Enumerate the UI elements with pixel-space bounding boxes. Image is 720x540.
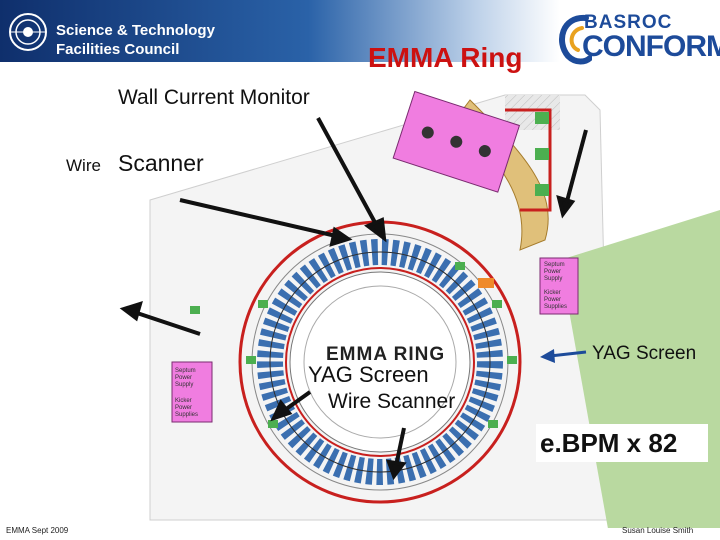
partner-line-2: CONFORM <box>582 30 720 63</box>
beamline-magnet <box>535 148 549 160</box>
slide-header: Science & Technology Facilities Council … <box>0 0 720 88</box>
ring-inner-wall <box>285 267 475 457</box>
blue-arrow <box>549 350 587 358</box>
footer-author: Susan Louise Smith <box>622 526 694 535</box>
org-line-1: Science & Technology <box>56 22 215 39</box>
stfc-logo-icon <box>9 13 47 51</box>
wire-label: Wire <box>66 156 101 175</box>
right-supply-rack <box>539 257 579 315</box>
ebpm-label-box <box>536 424 708 462</box>
header-band <box>0 0 560 62</box>
organisation-name: Science & Technology Facilities Council <box>56 21 215 59</box>
ring-inner-floor <box>289 271 471 453</box>
footer-date: EMMA Sept 2009 <box>6 526 69 535</box>
beamline-magnet <box>535 112 549 124</box>
yag-screen-center-label: YAG Screen <box>308 362 429 387</box>
transfer-line <box>505 108 552 212</box>
swirl-icon <box>559 14 592 65</box>
wall-current-monitor-label: Wall Current Monitor <box>118 86 310 109</box>
partner-logo: BASROC CONFORM <box>552 12 720 72</box>
org-line-2: Facilities Council <box>56 41 180 58</box>
annotation-arrows <box>119 117 588 481</box>
kicker-supply-left-note: Kicker Power Supplies <box>175 398 199 418</box>
ring-components <box>190 262 517 428</box>
beamline-magnet <box>535 184 549 196</box>
blue-arrowhead <box>540 349 555 363</box>
ring-inner-line <box>303 285 457 439</box>
wire-scanner-center-label: Wire Scanner <box>328 390 456 413</box>
septum-supply-left-note: Septum Power Supply <box>175 368 196 388</box>
beam-orbit <box>269 251 491 473</box>
scanner-label: Scanner <box>118 150 204 176</box>
emma-ring-label: EMMA RING <box>326 344 446 365</box>
partner-line-1: BASROC <box>584 12 673 33</box>
floor-plan <box>119 90 720 528</box>
orange-component <box>478 278 494 288</box>
ebpm-label: e.BPM x 82 <box>540 428 678 458</box>
left-supply-rack <box>171 361 213 423</box>
septum-supply-right-note: Septum Power Supply <box>544 262 565 282</box>
page-title: EMMA Ring <box>368 42 523 73</box>
yag-screen-right-label: YAG Screen <box>592 343 697 364</box>
power-supply-rack <box>392 90 521 193</box>
kicker-supply-right-note: Kicker Power Supplies <box>544 290 568 310</box>
